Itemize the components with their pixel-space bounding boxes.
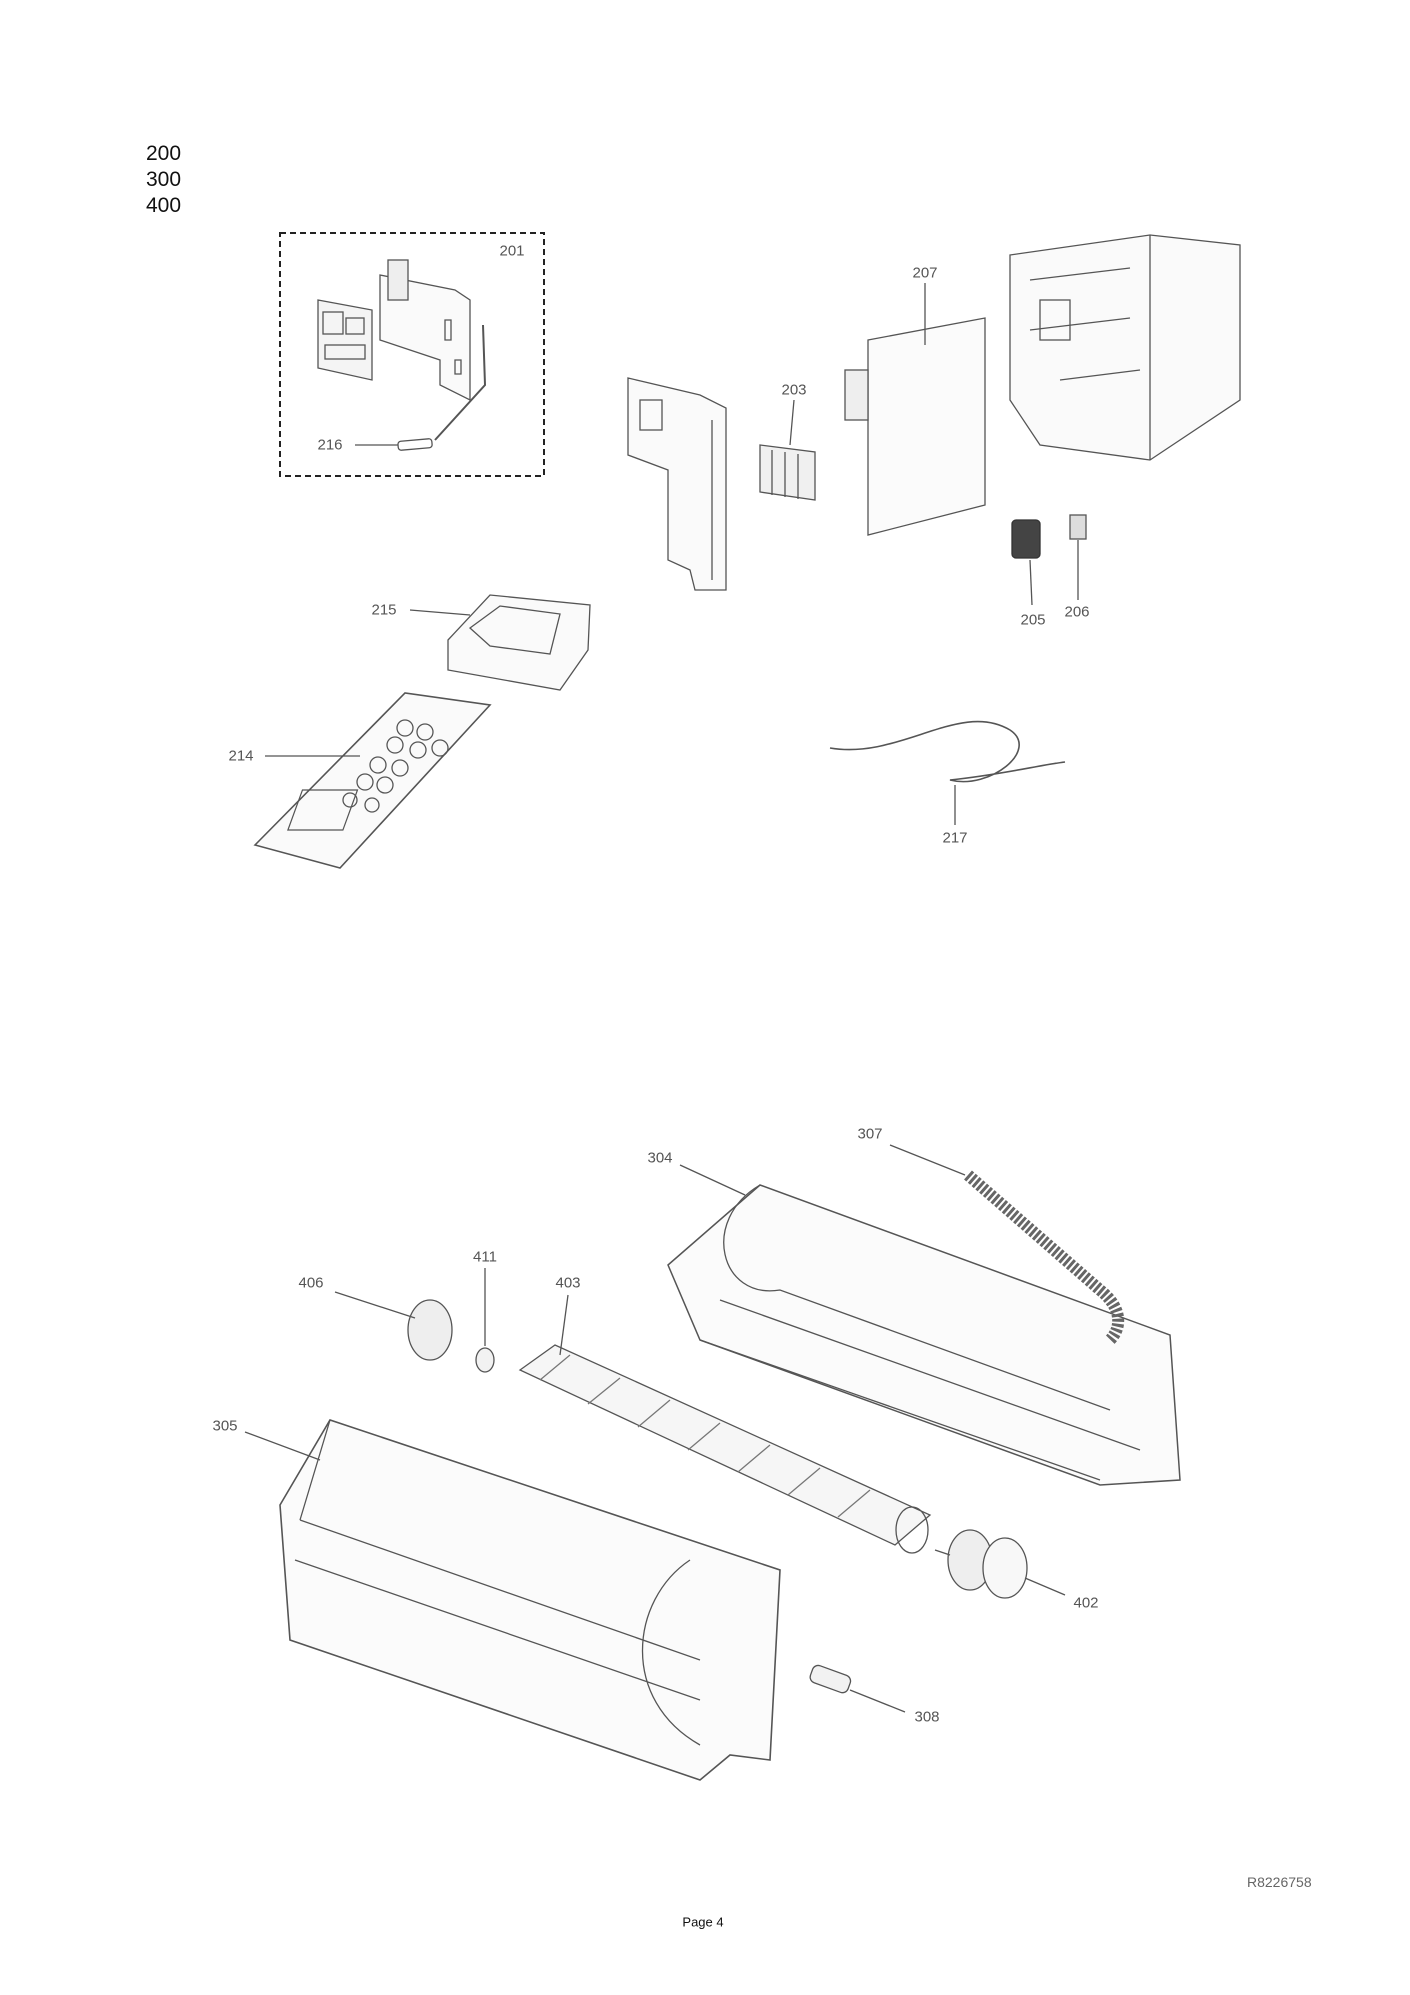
leader-215 <box>409 609 471 616</box>
bearing-holder-406-part <box>407 1299 453 1361</box>
pipe-fitting-308-part <box>809 1664 852 1694</box>
leader-205 <box>1029 559 1033 606</box>
display-bracket-part <box>379 259 471 402</box>
label-308: 308 <box>914 1708 940 1726</box>
label-203: 203 <box>781 381 807 399</box>
label-305: 305 <box>212 1417 238 1435</box>
cable-217-part <box>829 720 1066 783</box>
label-411: 411 <box>473 1248 497 1266</box>
drawing-reference-number: R8226758 <box>1247 1874 1312 1890</box>
remote-holder-215-part <box>447 594 591 691</box>
leader-307 <box>889 1144 966 1176</box>
leader-203 <box>789 399 795 446</box>
leader-402 <box>1024 1577 1066 1596</box>
terminal-block-203-part <box>759 444 816 501</box>
label-207: 207 <box>912 264 938 282</box>
page-number: Page 4 <box>682 1914 724 1930</box>
chassis-304-part <box>667 1184 1181 1486</box>
main-pcb-207-part <box>867 317 986 536</box>
kit-201-dashed-box <box>279 232 545 477</box>
label-403: 403 <box>555 1274 581 1292</box>
label-216: 216 <box>317 436 343 454</box>
capacitor-205-part <box>1011 519 1041 559</box>
label-402: 402 <box>1073 1594 1099 1612</box>
label-214: 214 <box>228 747 254 765</box>
fuse-206-part <box>1069 514 1087 540</box>
sensor-216-probe <box>397 438 433 451</box>
electrical-box-bracket-part <box>627 377 727 591</box>
sensor-216-wire <box>434 324 487 441</box>
control-box-housing-part <box>1009 234 1241 461</box>
section-number-400: 400 <box>146 194 182 217</box>
cross-flow-fan-403-part <box>518 1344 932 1554</box>
pcb-transformer <box>844 369 869 421</box>
label-206: 206 <box>1064 603 1090 621</box>
leader-308 <box>849 1689 906 1713</box>
label-215: 215 <box>371 601 397 619</box>
front-panel-305-part <box>279 1419 781 1781</box>
section-number-300: 300 <box>146 168 182 191</box>
label-205: 205 <box>1020 611 1046 629</box>
drain-hose-307-part <box>964 1170 1125 1345</box>
leader-304 <box>679 1164 746 1196</box>
label-217: 217 <box>942 829 968 847</box>
display-board-part <box>317 299 373 381</box>
label-304: 304 <box>647 1149 673 1167</box>
bushing-411-part <box>475 1347 495 1373</box>
leader-403 <box>559 1294 569 1356</box>
leader-406 <box>334 1291 416 1319</box>
label-406: 406 <box>298 1274 324 1292</box>
section-number-200: 200 <box>146 142 182 165</box>
remote-control-214-part <box>253 692 492 869</box>
label-201: 201 <box>499 242 525 260</box>
label-307: 307 <box>857 1125 883 1143</box>
leader-305 <box>244 1431 321 1461</box>
fan-motor-402-part <box>934 1529 1028 1599</box>
